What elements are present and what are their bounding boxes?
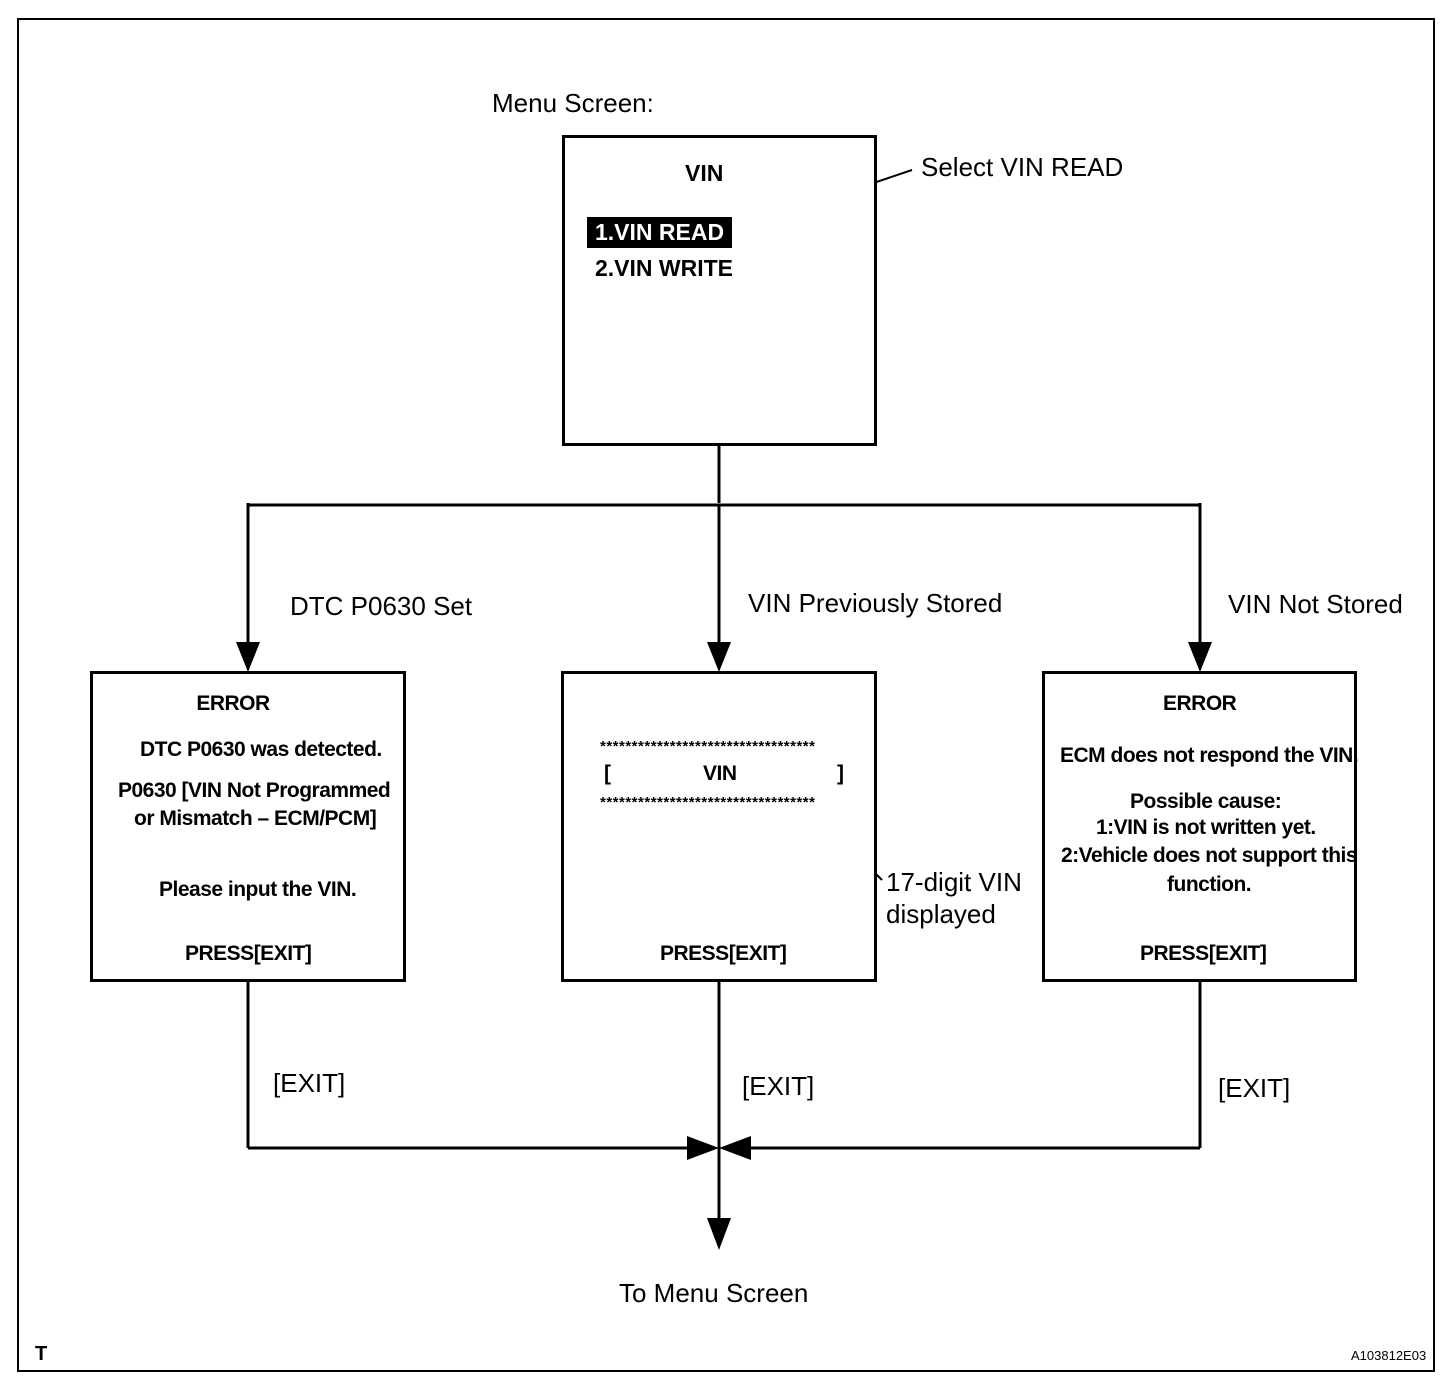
ecm-cause-2-cont: function. [1167,873,1252,896]
dtc-error-box: ERROR DTC P0630 was detected. P0630 [VIN… [90,671,406,982]
dtc-description-line1: P0630 [VIN Not Programmed [118,779,391,802]
left-arrowhead [236,642,260,672]
branch-label-right: VIN Not Stored [1228,589,1403,619]
ecm-cause-1: 1:VIN is not written yet. [1096,816,1316,839]
figure-id: A103812E03 [1351,1348,1427,1363]
vin-display-box: ********************************** [ VIN… [561,671,877,982]
merge-right-arrowhead [719,1136,751,1160]
exit-label-left: [EXIT] [273,1068,346,1098]
dtc-error-title: ERROR [196,692,270,715]
right-arrowhead [1188,642,1212,672]
dtc-detected-text: DTC P0630 was detected. [140,738,382,761]
ecm-error-title: ERROR [1163,692,1237,715]
branch-label-middle: VIN Previously Stored [748,588,1003,618]
ecm-press-exit[interactable]: PRESS[EXIT] [1140,942,1267,965]
menu-item-vin-write[interactable]: 2.VIN WRITE [595,255,734,281]
vin-callout: 17-digit VIN displayed [886,866,1022,930]
dtc-description-line2: or Mismatch – ECM/PCM] [134,807,377,830]
vin-press-exit[interactable]: PRESS[EXIT] [660,942,787,965]
vin-stars-top: ********************************** [600,738,816,755]
vin-bracket-open: [ [604,762,611,785]
branch-label-left: DTC P0630 Set [290,591,473,621]
menu-item-vin-read[interactable]: 1.VIN READ [587,217,733,248]
menu-screen-box: VIN 1.VIN READ 2.VIN WRITE [562,135,877,446]
vin-stars-bottom: ********************************** [600,794,816,811]
vin-callout-line1: 17-digit VIN [886,867,1022,897]
vin-bracket-close: ] [837,762,844,785]
to-menu-screen-label: To Menu Screen [619,1278,809,1308]
exit-label-right: [EXIT] [1218,1073,1291,1103]
merge-left-arrowhead [687,1136,719,1160]
select-vin-read-callout: Select VIN READ [921,152,1124,182]
ecm-no-response-text: ECM does not respond the VIN. [1060,744,1359,767]
menu-title: VIN [685,160,724,186]
exit-label-middle: [EXIT] [742,1071,815,1101]
ecm-possible-cause: Possible cause: [1130,790,1282,813]
vin-callout-line2: displayed [886,899,996,929]
dtc-press-exit[interactable]: PRESS[EXIT] [185,942,312,965]
diagram-frame [17,18,1435,1372]
menu-screen-label: Menu Screen: [492,88,654,118]
vin-placeholder: VIN [703,762,737,785]
to-menu-arrowhead [707,1218,731,1250]
middle-arrowhead [707,642,731,672]
ecm-cause-2: 2:Vehicle does not support this [1061,844,1358,867]
dtc-input-vin-text: Please input the VIN. [159,878,357,901]
corner-label-left: T [35,1343,48,1365]
ecm-error-box: ERROR ECM does not respond the VIN. Poss… [1042,671,1359,982]
